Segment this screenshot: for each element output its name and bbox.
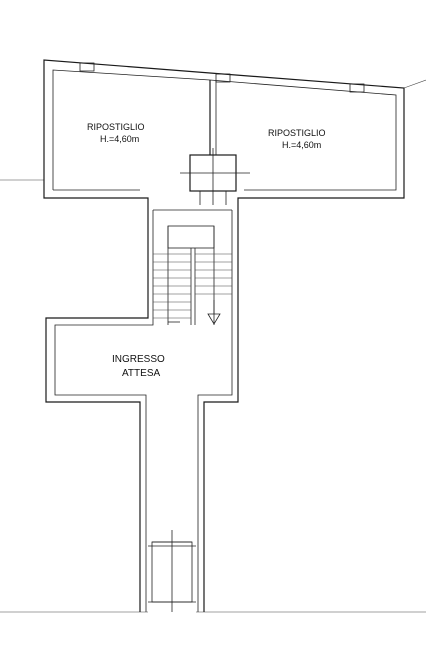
room-label-waiting: ATTESA <box>122 368 160 379</box>
room-label-entrance: INGRESSO <box>112 354 165 365</box>
site-boundary <box>0 79 426 613</box>
storage-rooms-walls <box>43 59 405 205</box>
room-label-storage-right: RIPOSTIGLIO <box>268 128 326 138</box>
stair-treads-left <box>153 253 191 319</box>
room-height-storage-right: H.=4,60m <box>282 140 321 150</box>
stair-hall-walls <box>45 205 239 612</box>
window-marks <box>79 62 365 93</box>
door-block <box>180 148 250 205</box>
staircase <box>153 225 232 325</box>
room-label-storage-left: RIPOSTIGLIO <box>87 122 145 132</box>
stair-treads-right <box>195 253 232 295</box>
lower-doors <box>148 530 196 612</box>
room-height-storage-left: H.=4,60m <box>100 134 139 144</box>
